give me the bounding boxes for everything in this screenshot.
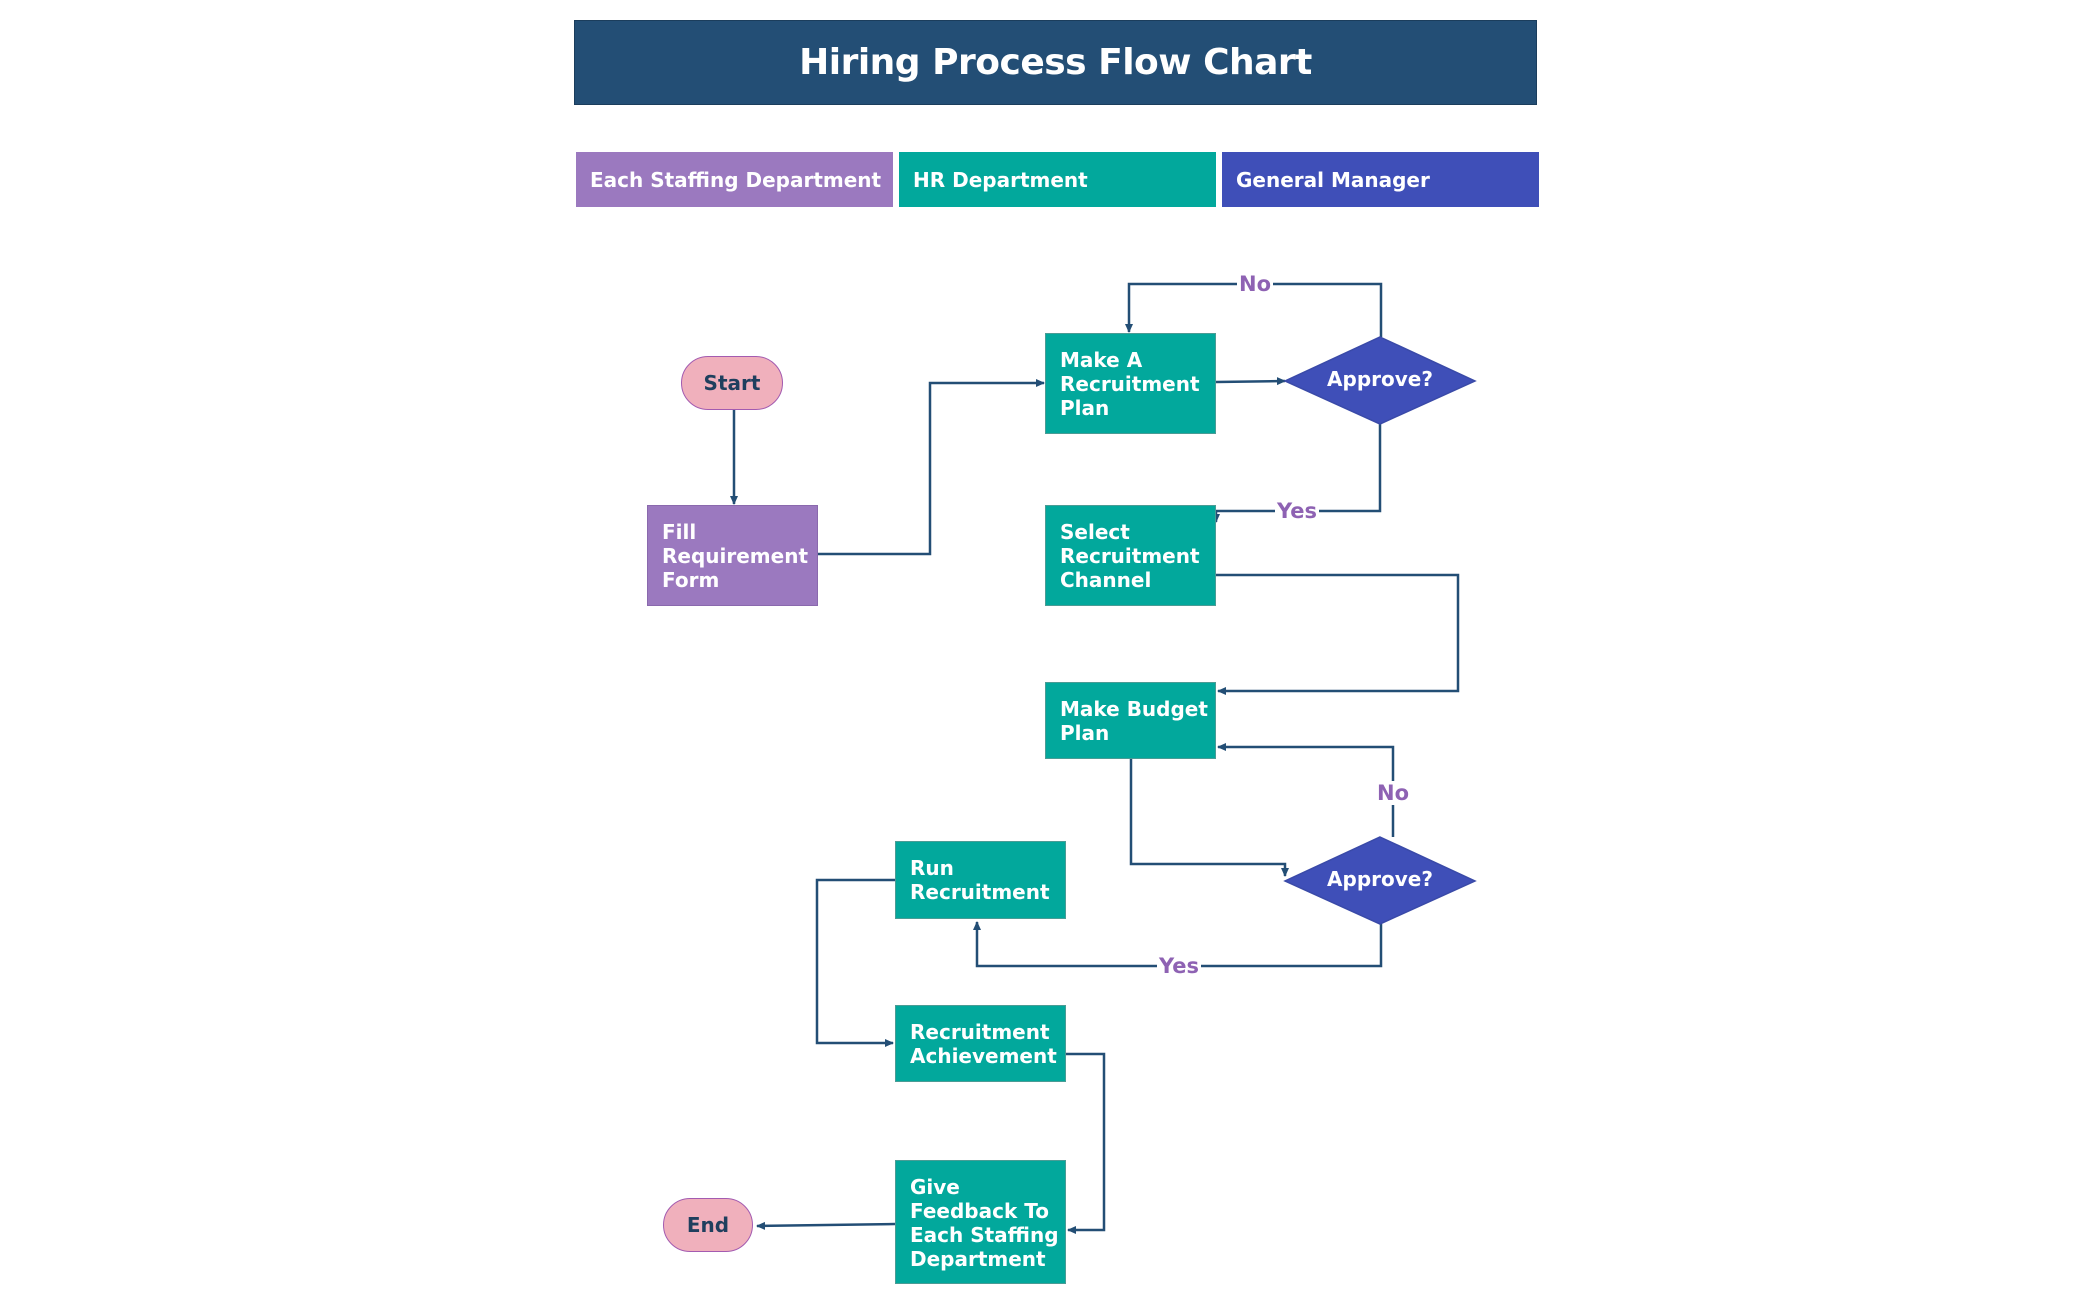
lane-header-staffing: Each Staffing Department [576, 152, 893, 207]
edge-label-yes-2: Yes [1157, 954, 1202, 978]
edge-label-no-2: No [1375, 781, 1412, 805]
fill-requirement-form-box: Fill Requirement Form [647, 505, 818, 606]
title-bar: Hiring Process Flow Chart [574, 20, 1537, 105]
make-recruitment-plan-box: Make A Recruitment Plan [1045, 333, 1216, 434]
fill-requirement-form-label: Fill Requirement Form [662, 520, 809, 592]
edge-plan-to-approve1 [1215, 377, 1286, 386]
edge-label-no-1: No [1237, 272, 1274, 296]
edge-run-to-achievement [815, 878, 895, 1047]
lane-header-gm: General Manager [1222, 152, 1539, 207]
lane-label-hr: HR Department [913, 167, 1088, 192]
approve-decision-label-2: Approve? [1327, 867, 1433, 891]
make-recruitment-plan-label: Make A Recruitment Plan [1060, 348, 1200, 420]
chart-title: Hiring Process Flow Chart [799, 42, 1312, 83]
edge-achievement-to-feedback [1066, 1052, 1106, 1234]
make-budget-plan-label: Make Budget Plan [1060, 697, 1208, 745]
lane-header-hr: HR Department [899, 152, 1216, 207]
approve-decision-label-1: Approve? [1327, 367, 1433, 391]
start-terminal: Start [681, 356, 783, 410]
edge-budget-to-approve2 [1129, 758, 1289, 877]
end-label: End [686, 1213, 730, 1237]
lane-label-staffing: Each Staffing Department [590, 167, 882, 192]
approve-decision-diamond-1 [1283, 336, 1477, 425]
edge-channel-to-budget [1216, 573, 1460, 695]
edge-fill-to-plan [818, 379, 1045, 556]
recruitment-achievement-label: Recruitment Achievement [910, 1020, 1057, 1068]
start-label: Start [703, 371, 761, 395]
select-recruitment-channel-label: Select Recruitment Channel [1060, 520, 1200, 592]
lane-label-gm: General Manager [1236, 167, 1430, 192]
give-feedback-label: Give Feedback To Each Staffing Departmen… [910, 1175, 1059, 1271]
approve-decision-diamond-2 [1283, 836, 1477, 925]
select-recruitment-channel-box: Select Recruitment Channel [1045, 505, 1216, 606]
run-recruitment-box: Run Recruitment [895, 841, 1066, 919]
end-terminal: End [663, 1198, 753, 1252]
edge-approve2-no [1217, 743, 1395, 837]
edge-feedback-to-end [756, 1221, 896, 1230]
edge-label-yes-1: Yes [1275, 499, 1320, 523]
give-feedback-box: Give Feedback To Each Staffing Departmen… [895, 1160, 1066, 1284]
recruitment-achievement-box: Recruitment Achievement [895, 1005, 1066, 1082]
make-budget-plan-box: Make Budget Plan [1045, 682, 1216, 759]
run-recruitment-label: Run Recruitment [910, 856, 1050, 904]
